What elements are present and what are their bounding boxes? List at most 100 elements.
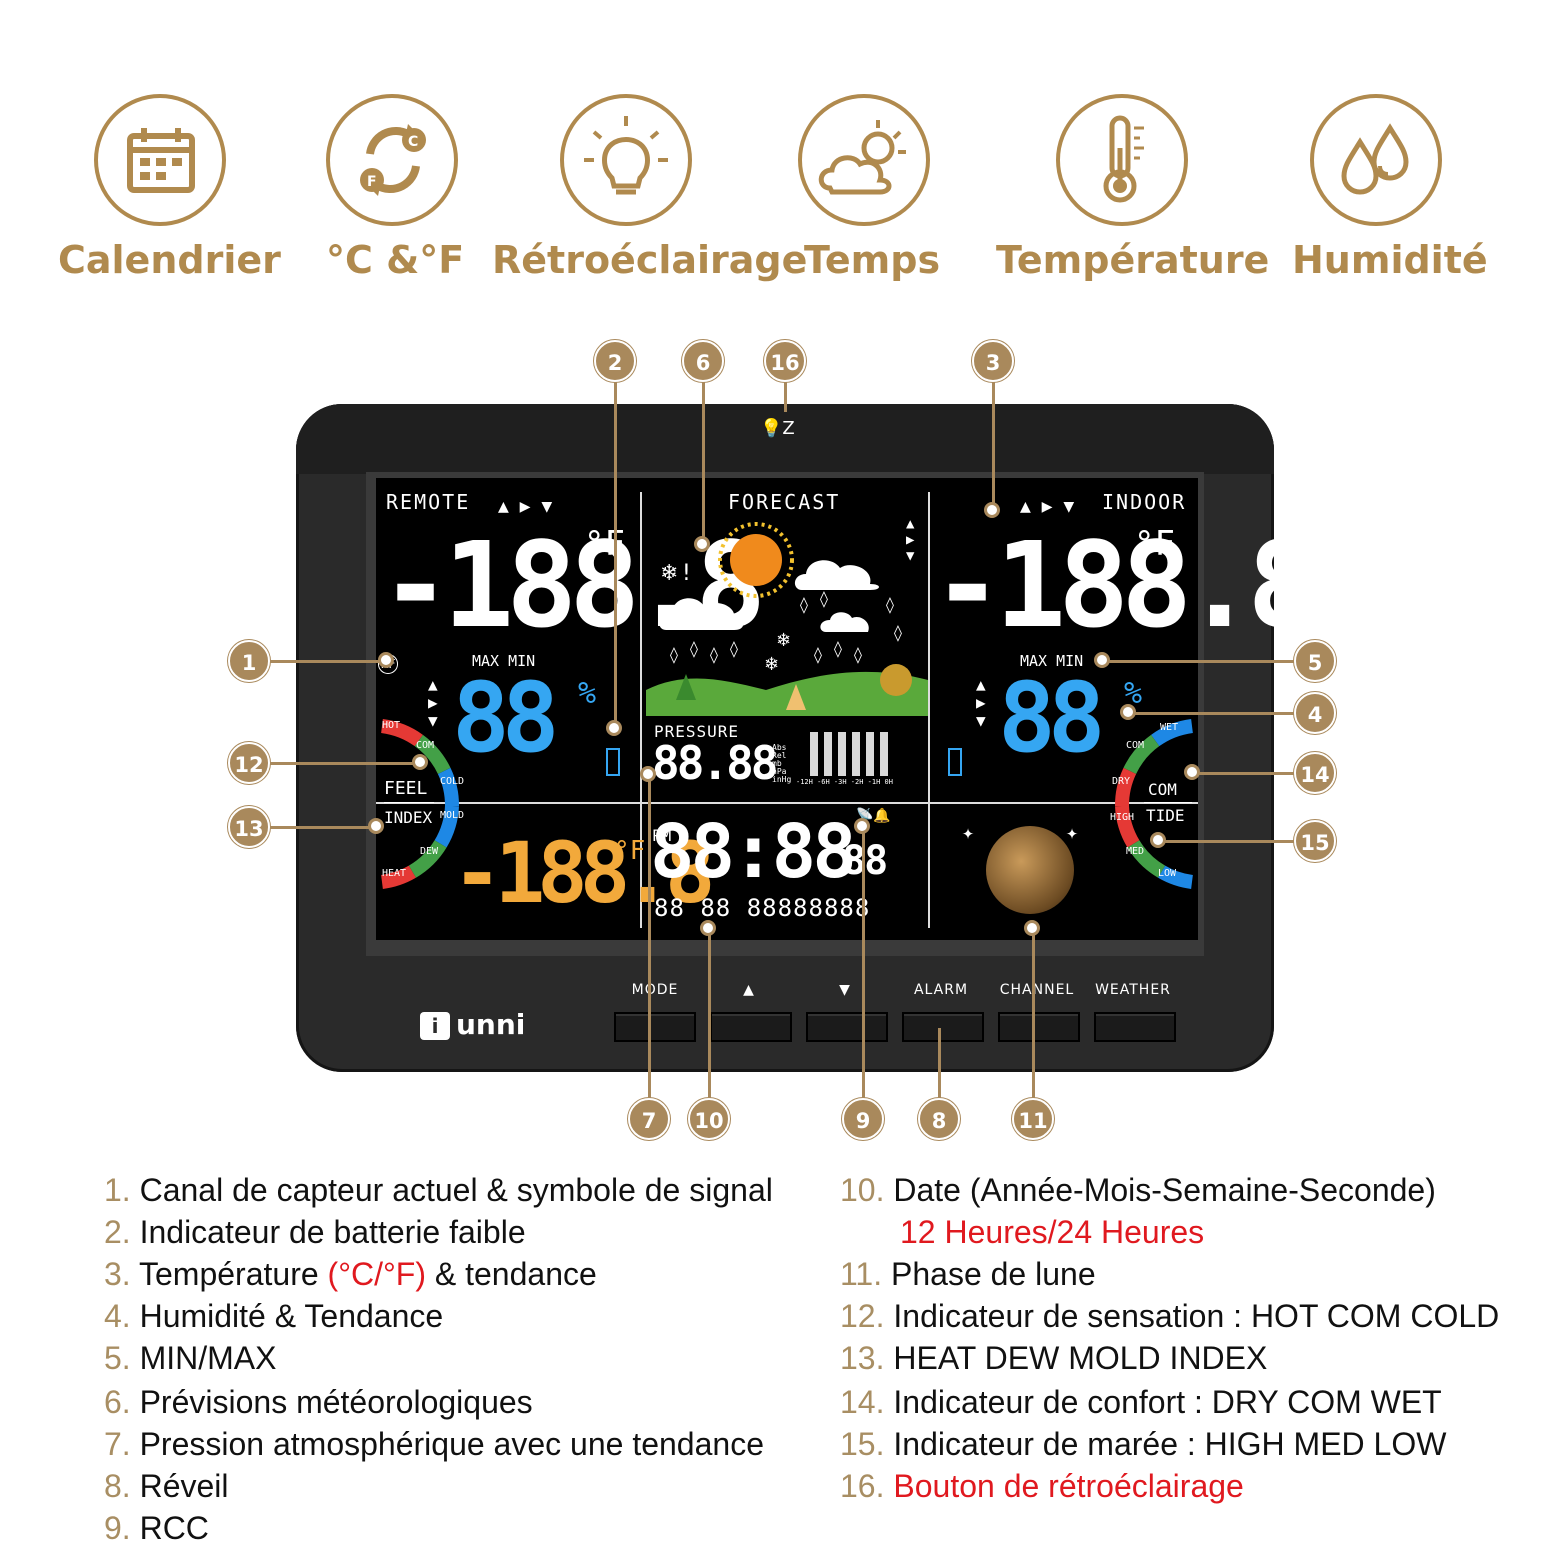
index-unit: °F (614, 836, 646, 866)
callout-2: 2 (594, 340, 636, 382)
date-line: 88 88 88888888 (654, 894, 871, 922)
legend-item: 4. Humidité & Tendance (104, 1298, 443, 1335)
callout-line (268, 660, 388, 663)
pressure-value: 88.88 (652, 736, 778, 790)
feature-label: Température (996, 238, 1270, 282)
callout-line (1158, 840, 1296, 843)
svg-text:◊: ◊ (834, 639, 842, 658)
legend-text: Réveil (139, 1468, 229, 1504)
feel-label: FEEL (384, 778, 428, 799)
callout-13: 13 (228, 806, 270, 848)
legend-num: 1. (104, 1172, 131, 1208)
channel-button[interactable] (998, 1012, 1080, 1042)
thermometer-icon (1056, 94, 1188, 226)
callout-12: 12 (228, 742, 270, 784)
callout-5: 5 (1294, 640, 1336, 682)
legend-text: Indicateur de batterie faible (139, 1214, 526, 1250)
legend-item: 12. Indicateur de sensation : HOT COM CO… (840, 1298, 1499, 1335)
brand-logo-icon: i (420, 1012, 450, 1040)
legend-item: 9. RCC (104, 1510, 209, 1547)
svg-text:F: F (367, 174, 377, 190)
callout-dot (368, 818, 384, 834)
legend-text: Température (139, 1256, 328, 1292)
legend-num: 16. (840, 1468, 885, 1504)
button-label: ▼ (839, 982, 851, 998)
star-left: ✦ (962, 820, 975, 844)
pressure-hours: -12H -6H -3H -2H -1H 0H (796, 778, 893, 786)
alarm-button[interactable] (902, 1012, 984, 1042)
remote-label: REMOTE (386, 490, 471, 514)
forecast-label: FORECAST (728, 490, 841, 514)
legend-text: Indicateur de marée : HIGH MED LOW (893, 1426, 1447, 1462)
weather-button[interactable] (1094, 1012, 1176, 1042)
backlight-sleep-icon[interactable]: 💡Z (760, 418, 795, 439)
feel-cold: COLD (440, 776, 465, 787)
remote-humidity-unit: % (578, 676, 597, 711)
maxmin-label: MAX MIN (472, 652, 536, 670)
svg-text:◊: ◊ (820, 589, 828, 608)
up-button[interactable] (710, 1012, 792, 1042)
callout-dot (606, 720, 622, 736)
trend-arrows: ▲ ▶ ▼ (498, 496, 553, 517)
indoor-humidity-unit: % (1124, 676, 1143, 711)
callout-line (708, 928, 711, 1100)
legend-item: 7. Pression atmosphérique avec une tenda… (104, 1426, 764, 1463)
callout-line (702, 380, 705, 544)
callout-3: 3 (972, 340, 1014, 382)
tide-high: HIGH (1110, 812, 1135, 823)
callout-line (784, 380, 787, 412)
forecast-trend-arrows: ▲▶▼ (906, 516, 915, 564)
unit-inhg: inHg (772, 775, 792, 784)
callout-line (1032, 928, 1035, 1100)
callout-dot (412, 754, 428, 770)
svg-text:◊: ◊ (854, 645, 862, 664)
unit-mb: mb (772, 759, 782, 768)
indoor-label: INDOOR (1102, 490, 1187, 514)
index-heat: HEAT (382, 868, 407, 879)
feature-label: Humidité (1292, 238, 1488, 282)
callout-1: 1 (228, 640, 270, 682)
callout-dot (1150, 832, 1166, 848)
callout-line (992, 380, 995, 510)
legend-text: Canal de capteur actuel & symbole de sig… (139, 1172, 773, 1208)
button-label: CHANNEL (999, 982, 1075, 998)
callout-line (268, 826, 376, 829)
mode-button[interactable] (614, 1012, 696, 1042)
feature-label: °C &°F (326, 238, 465, 282)
comfort-com: COM (1126, 740, 1145, 751)
legend-text: Phase de lune (891, 1256, 1096, 1292)
backlight-z: Z (782, 418, 795, 439)
legend-num: 8. (104, 1468, 131, 1504)
svg-text:◊: ◊ (814, 645, 822, 664)
svg-text:C: C (408, 134, 418, 150)
svg-text:◊: ◊ (894, 623, 902, 642)
comfort-wet: WET (1160, 722, 1179, 733)
calendar-icon (94, 94, 226, 226)
callout-dot (984, 502, 1000, 518)
callout-line (1130, 712, 1296, 715)
legend-item: 6. Prévisions météorologiques (104, 1384, 533, 1421)
svg-text:❄: ❄ (764, 654, 779, 675)
divider (376, 802, 1198, 804)
moon-phase-icon (986, 826, 1074, 914)
indoor-humidity: 88 (998, 662, 1106, 774)
down-button[interactable] (806, 1012, 888, 1042)
com-label: COM (1148, 780, 1177, 799)
weather-icon (798, 94, 930, 226)
feel-hot: HOT (382, 720, 401, 731)
svg-text:!: ! (682, 561, 691, 586)
pressure-history-bars (810, 732, 894, 776)
callout-dot (700, 920, 716, 936)
callout-dot (1184, 764, 1200, 780)
tide-med: MED (1126, 846, 1145, 857)
legend-text: Pression atmosphérique avec une tendance (139, 1426, 764, 1462)
legend-item: 5. MIN/MAX (104, 1340, 276, 1377)
callout-8: 8 (918, 1098, 960, 1140)
svg-text:❄: ❄ (776, 630, 791, 651)
legend-item: 8. Réveil (104, 1468, 229, 1505)
legend-text: Date (Année-Mois-Semaine-Seconde) (893, 1172, 1436, 1208)
legend-item: 1. Canal de capteur actuel & symbole de … (104, 1172, 773, 1209)
legend-text: RCC (139, 1510, 209, 1546)
legend-item: 2. Indicateur de batterie faible (104, 1214, 526, 1251)
indoor-temp-unit: °F (1134, 524, 1175, 564)
